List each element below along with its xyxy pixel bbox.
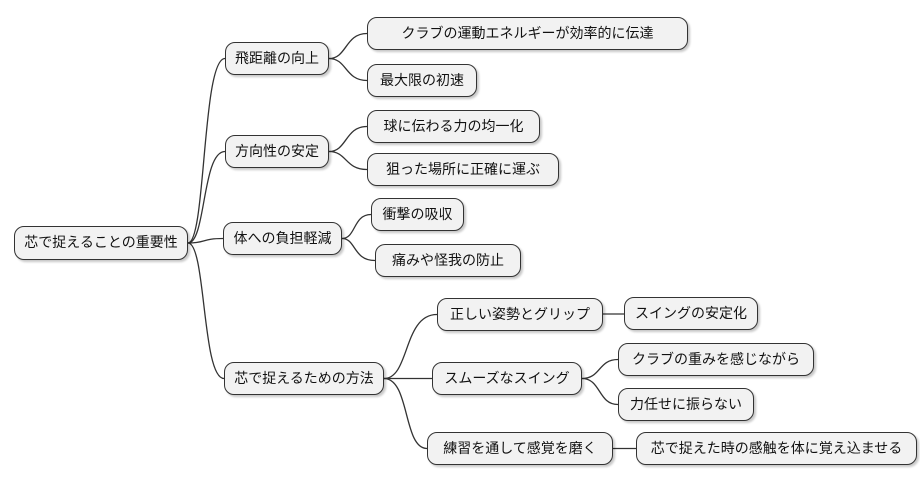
- edge-body-to-shock: [341, 213, 372, 240]
- edge-smooth-to-weight: [581, 358, 619, 380]
- node-injury-prevention: 痛みや怪我の防止: [375, 244, 521, 277]
- node-body-strain-reduction: 体への負担軽減: [223, 222, 342, 255]
- node-practice-feel: 練習を通して感覚を磨く: [427, 432, 613, 465]
- node-club-weight-feel: クラブの重みを感じながら: [618, 343, 814, 376]
- node-max-initial-speed: 最大限の初速: [367, 64, 477, 97]
- node-swing-stabilization: スイングの安定化: [624, 297, 758, 330]
- edge-methods-to-practice: [383, 377, 428, 450]
- node-no-forceful-swing: 力任せに振らない: [618, 388, 754, 421]
- edge-distance-to-energy: [328, 32, 368, 60]
- node-direction-stability: 方向性の安定: [225, 135, 329, 168]
- edge-methods-to-posture: [383, 313, 438, 380]
- edge-direction-to-accuracy: [328, 150, 368, 171]
- node-smooth-swing: スムーズなスイング: [432, 362, 582, 395]
- edge-root-to-distance: [187, 57, 226, 244]
- edge-body-to-injury: [341, 237, 376, 262]
- edge-root-to-methods: [187, 242, 225, 380]
- node-force-uniformity: 球に伝わる力の均一化: [367, 110, 540, 143]
- edge-distance-to-speed: [328, 57, 368, 82]
- node-shock-absorption: 衝撃の吸収: [371, 198, 464, 231]
- node-accurate-delivery: 狙った場所に正確に運ぶ: [367, 153, 559, 186]
- edge-root-to-body: [187, 237, 224, 244]
- node-energy-transfer: クラブの運動エネルギーが効率的に伝達: [367, 17, 688, 50]
- edge-smooth-to-noforce: [581, 377, 619, 406]
- node-distance-improvement: 飛距離の向上: [225, 42, 329, 75]
- node-memorize-feel: 芯で捉えた時の感触を体に覚え込ませる: [636, 432, 917, 465]
- edge-direction-to-uniformity: [328, 125, 368, 153]
- node-root: 芯で捉えることの重要性: [14, 226, 188, 260]
- node-methods: 芯で捉えるための方法: [224, 362, 384, 395]
- node-posture-grip: 正しい姿勢とグリップ: [437, 298, 603, 331]
- edge-root-to-direction: [187, 150, 226, 244]
